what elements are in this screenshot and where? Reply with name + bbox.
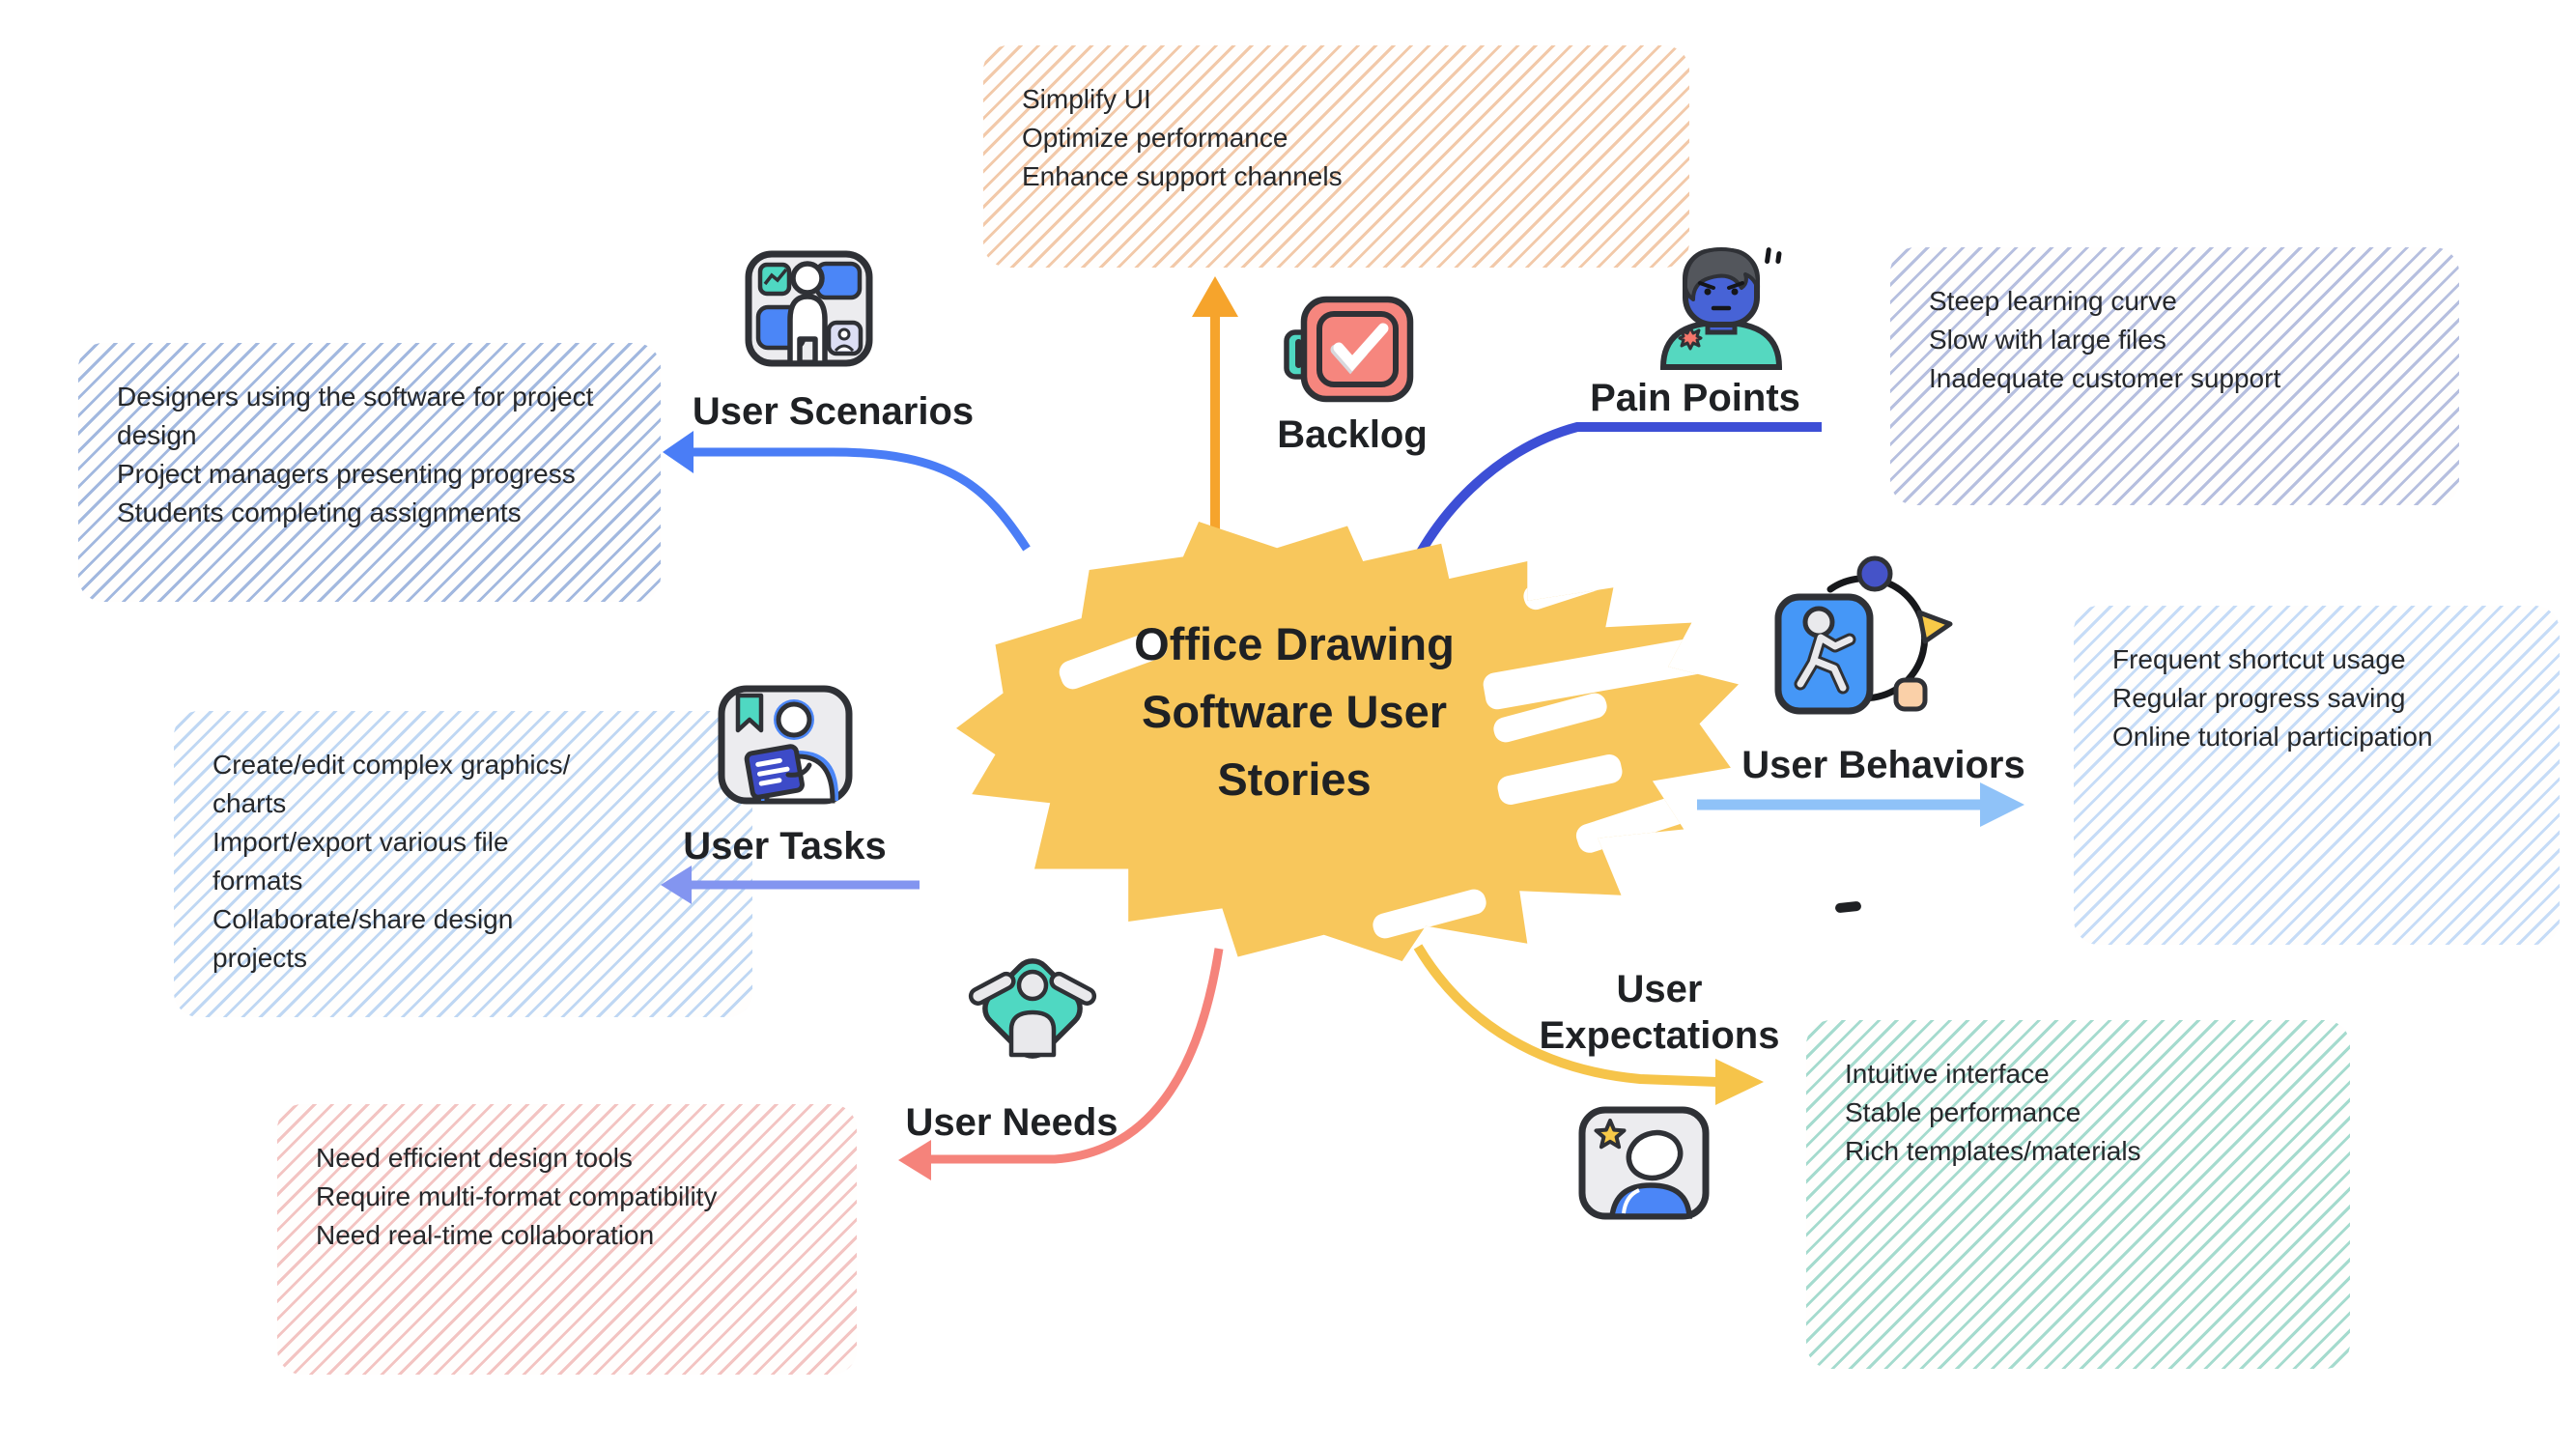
note-line: Slow with large files xyxy=(1929,325,2166,355)
note-line: Stable performance xyxy=(1845,1097,2081,1127)
user-tasks-arrow xyxy=(661,866,920,904)
note-line: charts xyxy=(212,788,287,818)
user-scenarios-arrow xyxy=(663,431,1031,552)
user-needs-label[interactable]: User Needs xyxy=(905,1101,1118,1144)
cycle-square xyxy=(1893,677,1928,712)
note-line: Rich templates/materials xyxy=(1845,1136,2141,1166)
user-behaviors-label[interactable]: User Behaviors xyxy=(1741,744,2025,786)
user-scenarios-label[interactable]: User Scenarios xyxy=(692,390,975,433)
angry-user-avatar-icon[interactable] xyxy=(1654,238,1789,373)
cycle-triangle xyxy=(1916,610,1953,644)
user-needs-note[interactable]: Need efficient design tools Require mult… xyxy=(277,1104,857,1375)
star-icon xyxy=(1594,1119,1627,1150)
pain-star xyxy=(1678,326,1703,351)
note-line: Steep learning curve xyxy=(1929,286,2177,316)
note-line: Intuitive interface xyxy=(1845,1059,2050,1089)
note-line: Online tutorial participation xyxy=(2112,722,2433,752)
user-behaviors-note[interactable]: Frequent shortcut usage Regular progress… xyxy=(2074,606,2560,945)
central-topic-title[interactable]: Office Drawing Software User Stories xyxy=(1134,618,1455,805)
backlog-label[interactable]: Backlog xyxy=(1277,413,1428,456)
note-line: Create/edit complex graphics/ xyxy=(212,750,571,780)
note-line: projects xyxy=(212,943,308,973)
hair xyxy=(1683,247,1761,301)
note-line: Regular progress saving xyxy=(2112,683,2406,713)
user-expectations-label[interactable]: User Expectations xyxy=(1539,968,1780,1057)
user-needs-arrow xyxy=(898,948,1224,1180)
backlog-note[interactable]: Simplify UI Optimize performance Enhance… xyxy=(983,45,1689,268)
person-star-icon[interactable] xyxy=(1577,1105,1711,1221)
user-tasks-note[interactable]: Create/edit complex graphics/ charts Imp… xyxy=(174,711,752,1017)
document xyxy=(744,744,805,800)
note-line: Project managers presenting progress xyxy=(117,459,576,489)
note-line: Collaborate/share design xyxy=(212,904,514,934)
note-line: Require multi-format compatibility xyxy=(316,1181,718,1211)
note-line: Students completing assignments xyxy=(117,497,522,527)
person-open-arms-icon[interactable] xyxy=(961,952,1104,1080)
person-reading-icon[interactable] xyxy=(717,684,854,806)
user-tasks-label[interactable]: User Tasks xyxy=(683,825,887,867)
bookmark-icon xyxy=(735,693,764,733)
walking-person-cycle-icon[interactable] xyxy=(1772,553,2024,736)
user-behaviors-arrow xyxy=(1697,782,2024,827)
user-scenarios-note[interactable]: Designers using the software for project… xyxy=(78,343,661,602)
pain-points-label[interactable]: Pain Points xyxy=(1590,377,1800,419)
note-line: Optimize performance xyxy=(1022,123,1288,153)
note-line: Designers using the software for project xyxy=(117,382,594,412)
note-line: Need efficient design tools xyxy=(316,1143,633,1173)
user-expectations-arrow xyxy=(1413,944,1764,1105)
note-line: Simplify UI xyxy=(1022,84,1151,114)
note-line: design xyxy=(117,420,197,450)
backlog-arrow xyxy=(1192,276,1238,558)
clipboard-check-icon[interactable] xyxy=(1281,294,1416,405)
note-line: Inadequate customer support xyxy=(1929,363,2281,393)
note-line: Import/export various file xyxy=(212,827,509,857)
pain-points-note[interactable]: Steep learning curve Slow with large fil… xyxy=(1890,247,2459,505)
note-line: Frequent shortcut usage xyxy=(2112,644,2406,674)
note-line: Enhance support channels xyxy=(1022,161,1343,191)
cycle-dot xyxy=(1856,555,1893,592)
note-line: formats xyxy=(212,866,303,895)
note-line: Need real-time collaboration xyxy=(316,1220,655,1250)
user-expectations-note[interactable]: Intuitive interface Stable performance R… xyxy=(1806,1020,2350,1369)
dashboard-person-icon[interactable] xyxy=(744,249,874,368)
